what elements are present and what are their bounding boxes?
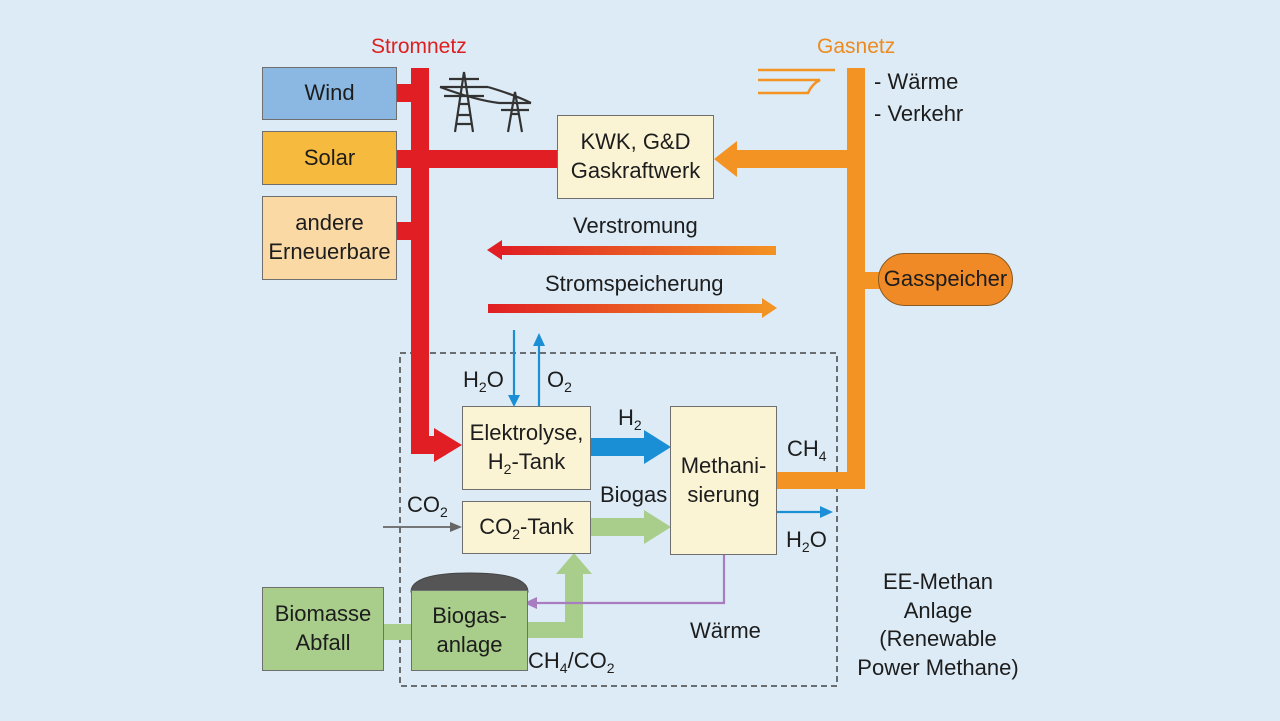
biomass-connector <box>384 624 412 640</box>
h2-flow-line <box>591 438 646 456</box>
gas-storage-label: Gasspeicher <box>883 266 1008 292</box>
plant-caption-line4: Power Methane) <box>857 654 1019 680</box>
heat-flow-line <box>535 555 726 605</box>
gas-use-heat: - Wärme <box>874 69 959 94</box>
storage-connector <box>865 272 881 289</box>
power-grid-bar <box>411 68 429 445</box>
solar-box: Solar <box>262 131 397 185</box>
plant-caption-line1: EE-Methan <box>882 569 994 594</box>
h2o-in-label: H2O <box>463 367 504 395</box>
co2-in-label: CO2 <box>407 492 448 520</box>
chp-line2: Gaskraftwerk <box>570 158 701 183</box>
biogas-flow-arrow <box>644 510 671 544</box>
wind-box: Wind <box>262 67 397 120</box>
gas-grid-label: Gasnetz <box>817 35 896 58</box>
co2-tank-box: CO2-Tank <box>462 501 591 554</box>
solar-power-line <box>397 150 558 168</box>
h2-label: H2 <box>618 405 642 433</box>
co2-in-arrow <box>450 522 462 532</box>
power-storage-label: Stromspeicherung <box>545 271 724 296</box>
co2-tank-label: CO2-Tank <box>479 514 574 543</box>
gas-to-chp-arrow <box>714 141 737 177</box>
gas-grid-bar <box>847 68 865 487</box>
chp-line1: KWK, G&D <box>580 129 691 155</box>
plant-to-co2-arrow <box>556 553 592 574</box>
biogas-flow-line <box>591 518 646 536</box>
other-renewables-line2: Erneuerbare <box>268 239 391 264</box>
biogas-plant-box: Biogas- anlage <box>411 590 528 671</box>
biomass-line1: Biomasse <box>274 601 372 627</box>
biogas-label: Biogas <box>600 482 668 507</box>
chp-box: KWK, G&D Gaskraftwerk <box>557 115 714 199</box>
wind-connector <box>397 84 413 102</box>
other-renewables-line1: andere <box>295 210 364 236</box>
biogas-plant-line2: anlage <box>436 631 503 657</box>
methanation-box: Methani- sierung <box>670 406 777 555</box>
plant-caption-line3: (Renewable <box>879 626 997 652</box>
gas-to-chp-line <box>735 150 849 168</box>
plant-boundary <box>399 352 838 687</box>
power-storage-line <box>488 304 764 313</box>
ch4-label: CH4 <box>787 436 827 464</box>
power-storage-arrow <box>762 298 777 318</box>
water-oxygen-arrows <box>508 330 545 407</box>
other-renewables-box: andere Erneuerbare <box>262 196 397 280</box>
power-to-electrolysis <box>411 436 436 454</box>
methanation-line1: Methani- <box>680 452 767 478</box>
power-grid-label: Stromnetz <box>371 35 467 58</box>
power-pylon-icon <box>439 71 532 133</box>
o2-out-label: O2 <box>547 367 572 395</box>
ch4-co2-label: CH4/CO2 <box>528 648 615 676</box>
gas-storage-box: Gasspeicher <box>878 253 1013 306</box>
other-connector <box>397 222 413 240</box>
h2-flow-arrow <box>644 430 671 464</box>
electrolysis-line2: H2-Tank <box>487 449 566 477</box>
wind-label: Wind <box>304 80 355 106</box>
ch4-to-gas-line <box>777 472 865 489</box>
power-to-electrolysis-arrow <box>434 428 462 462</box>
electrolysis-box: Elektrolyse, H2-Tank <box>462 406 591 490</box>
biogas-plant-line1: Biogas- <box>432 602 507 628</box>
biomass-line2: Abfall <box>295 630 351 655</box>
reconversion-label: Verstromung <box>573 213 698 238</box>
electrolysis-line1: Elektrolyse, <box>469 420 584 446</box>
h2o-out-arrow <box>820 506 833 518</box>
h2o-out-label: H2O <box>786 527 827 555</box>
gas-pipeline-icon <box>758 68 835 95</box>
plant-caption: EE-Methan Anlage (Renewable Power Methan… <box>853 568 1023 682</box>
heat-label: Wärme <box>690 618 761 643</box>
biogas-dome <box>410 572 529 593</box>
methanation-line2: sierung <box>687 481 760 507</box>
solar-label: Solar <box>303 144 356 170</box>
reconversion-arrow <box>487 240 502 260</box>
reconversion-line <box>500 246 776 255</box>
heat-flow-arrow <box>524 597 537 609</box>
plant-caption-line2: Anlage <box>903 597 973 623</box>
gas-use-transport: - Verkehr <box>874 101 964 126</box>
biomass-box: Biomasse Abfall <box>262 587 384 671</box>
